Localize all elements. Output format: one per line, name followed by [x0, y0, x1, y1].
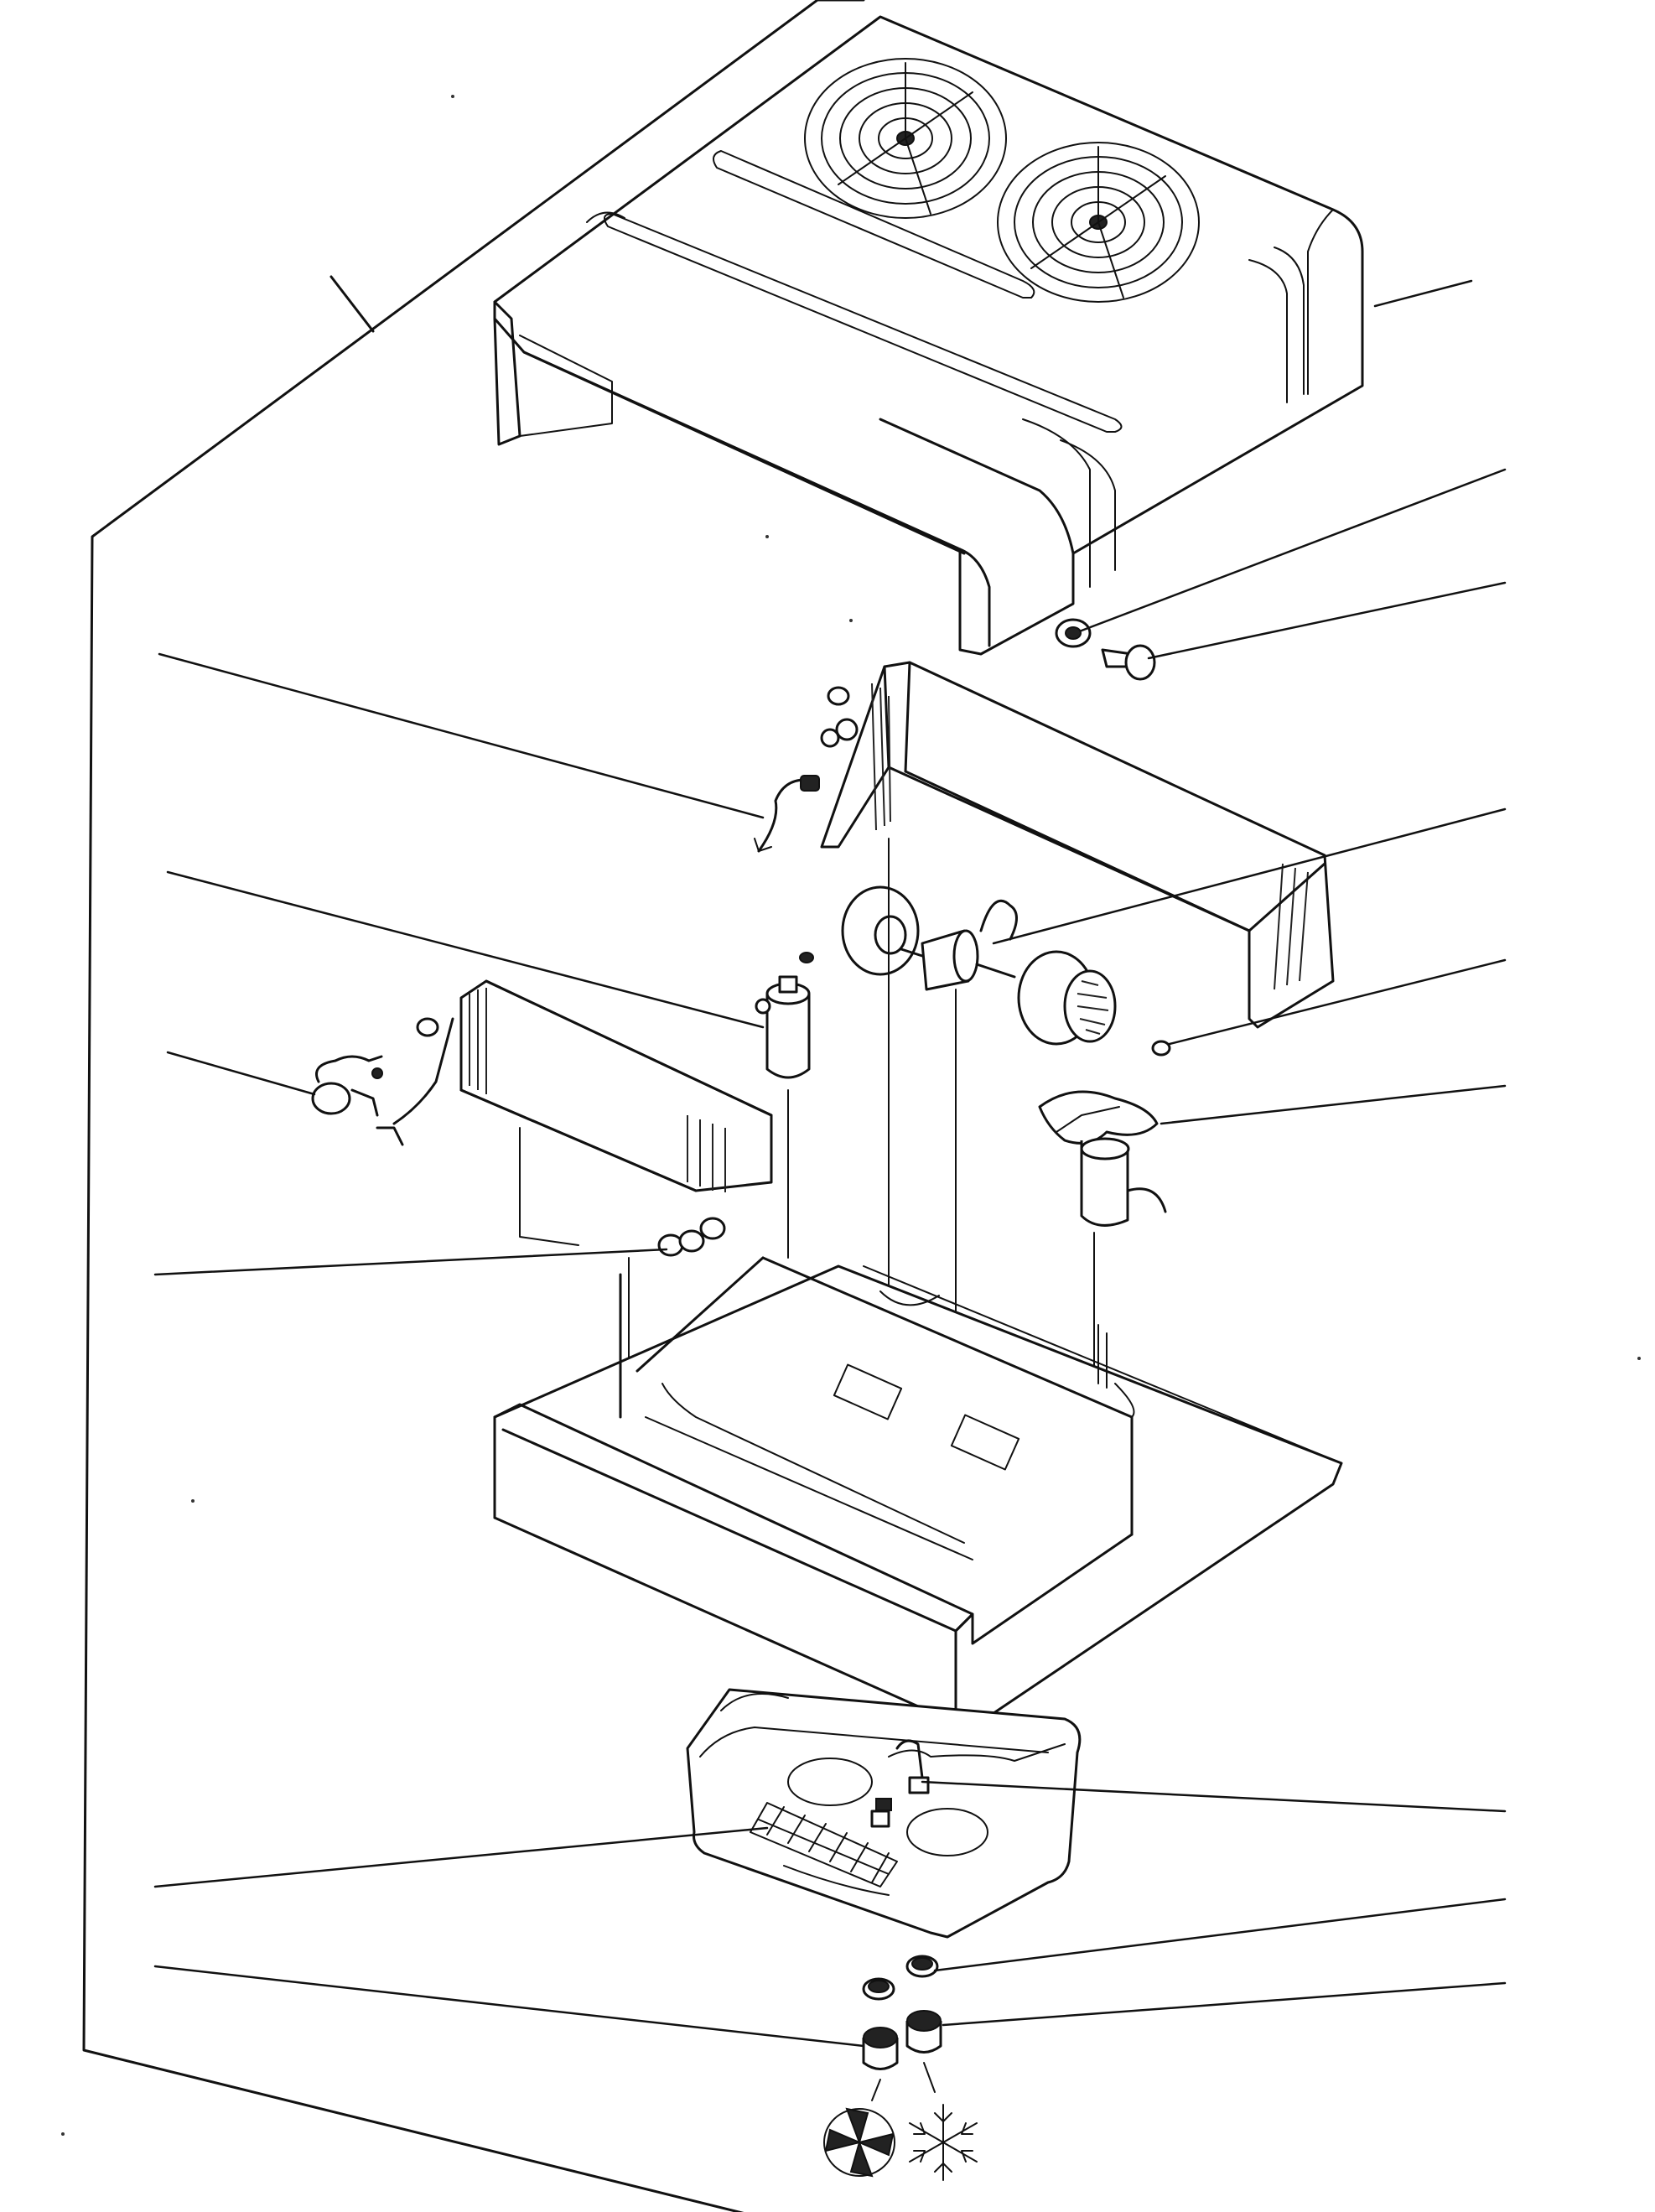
control-tray — [687, 1690, 1080, 1937]
top-cover — [495, 17, 1362, 654]
leader-blower-motor — [994, 809, 1505, 943]
fan-control-knob — [864, 2028, 897, 2069]
leader-top-cover — [1375, 281, 1471, 306]
scan-specks — [61, 95, 1641, 2136]
expansion-valve — [313, 1057, 382, 1115]
blower-motor — [901, 901, 1017, 989]
condenser-fan-grille-right — [998, 143, 1199, 302]
heating-fan-symbol — [824, 2109, 895, 2176]
leader-knob-cap-upper — [935, 1899, 1505, 1971]
evaporator-fan-motor — [1040, 1092, 1165, 1225]
cover-screw — [1102, 646, 1154, 679]
leader-control-switch — [922, 1782, 1505, 1811]
knob-cap-upper — [907, 1956, 937, 1976]
wire-harness-connector — [755, 776, 819, 851]
assembly-bracket — [84, 0, 868, 2212]
callout-leaders — [155, 281, 1505, 2046]
leader-receiver-drier — [168, 872, 763, 1027]
leader-grommet-set — [155, 1249, 667, 1275]
blower-wheel-left — [843, 887, 918, 974]
leader-thermostat-knob — [943, 1983, 1505, 2025]
leader-expansion-valve — [168, 1052, 314, 1094]
knob-cap-lower — [864, 1979, 894, 1999]
blower-clip — [1153, 1041, 1170, 1055]
thermostat-knob — [907, 2011, 941, 2053]
snowflake-cooling-symbol — [910, 2105, 977, 2180]
leader-fan-knob — [155, 1966, 864, 2046]
base-housing — [495, 1258, 1341, 1740]
grommet-set — [659, 1218, 724, 1255]
condenser-housing — [822, 662, 1333, 1027]
evaporator-coil — [377, 981, 771, 1192]
cover-nut — [1056, 620, 1090, 646]
leader-cover-screw — [1149, 583, 1505, 658]
leader-wire-harness — [159, 654, 763, 818]
control-tray-grille — [750, 1803, 897, 1895]
leader-cover-nut — [1082, 470, 1505, 631]
leader-evaporator-fan — [1161, 1086, 1505, 1124]
blower-wheel-right — [1019, 952, 1115, 1044]
condenser-fan-grille-left — [805, 59, 1006, 218]
leader-control-grille — [155, 1828, 767, 1887]
receiver-drier — [756, 953, 813, 1077]
leader-blower-clip — [1170, 960, 1505, 1044]
